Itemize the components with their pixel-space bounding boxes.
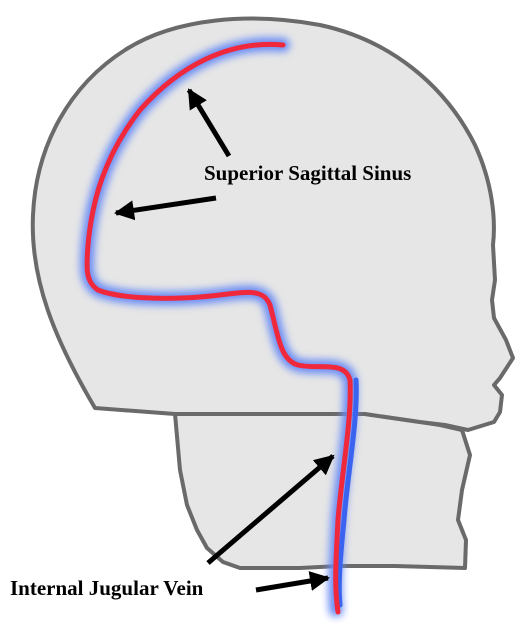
label-superior-sagittal-sinus: Superior Sagittal Sinus (204, 161, 411, 185)
jugular-vein-blue (336, 377, 359, 608)
head-outline (30, 16, 515, 432)
superior-sagittal-sinus-vessel (84, 41, 353, 615)
arrow-to-sinus-top (186, 88, 232, 158)
label-internal-jugular-vein: Internal Jugular Vein (10, 576, 204, 600)
arrow-to-sinus-side (114, 195, 217, 221)
neck-outline (173, 412, 472, 570)
arrow-to-jugular-lower (255, 571, 330, 593)
arrow-to-jugular-upper (206, 454, 335, 565)
